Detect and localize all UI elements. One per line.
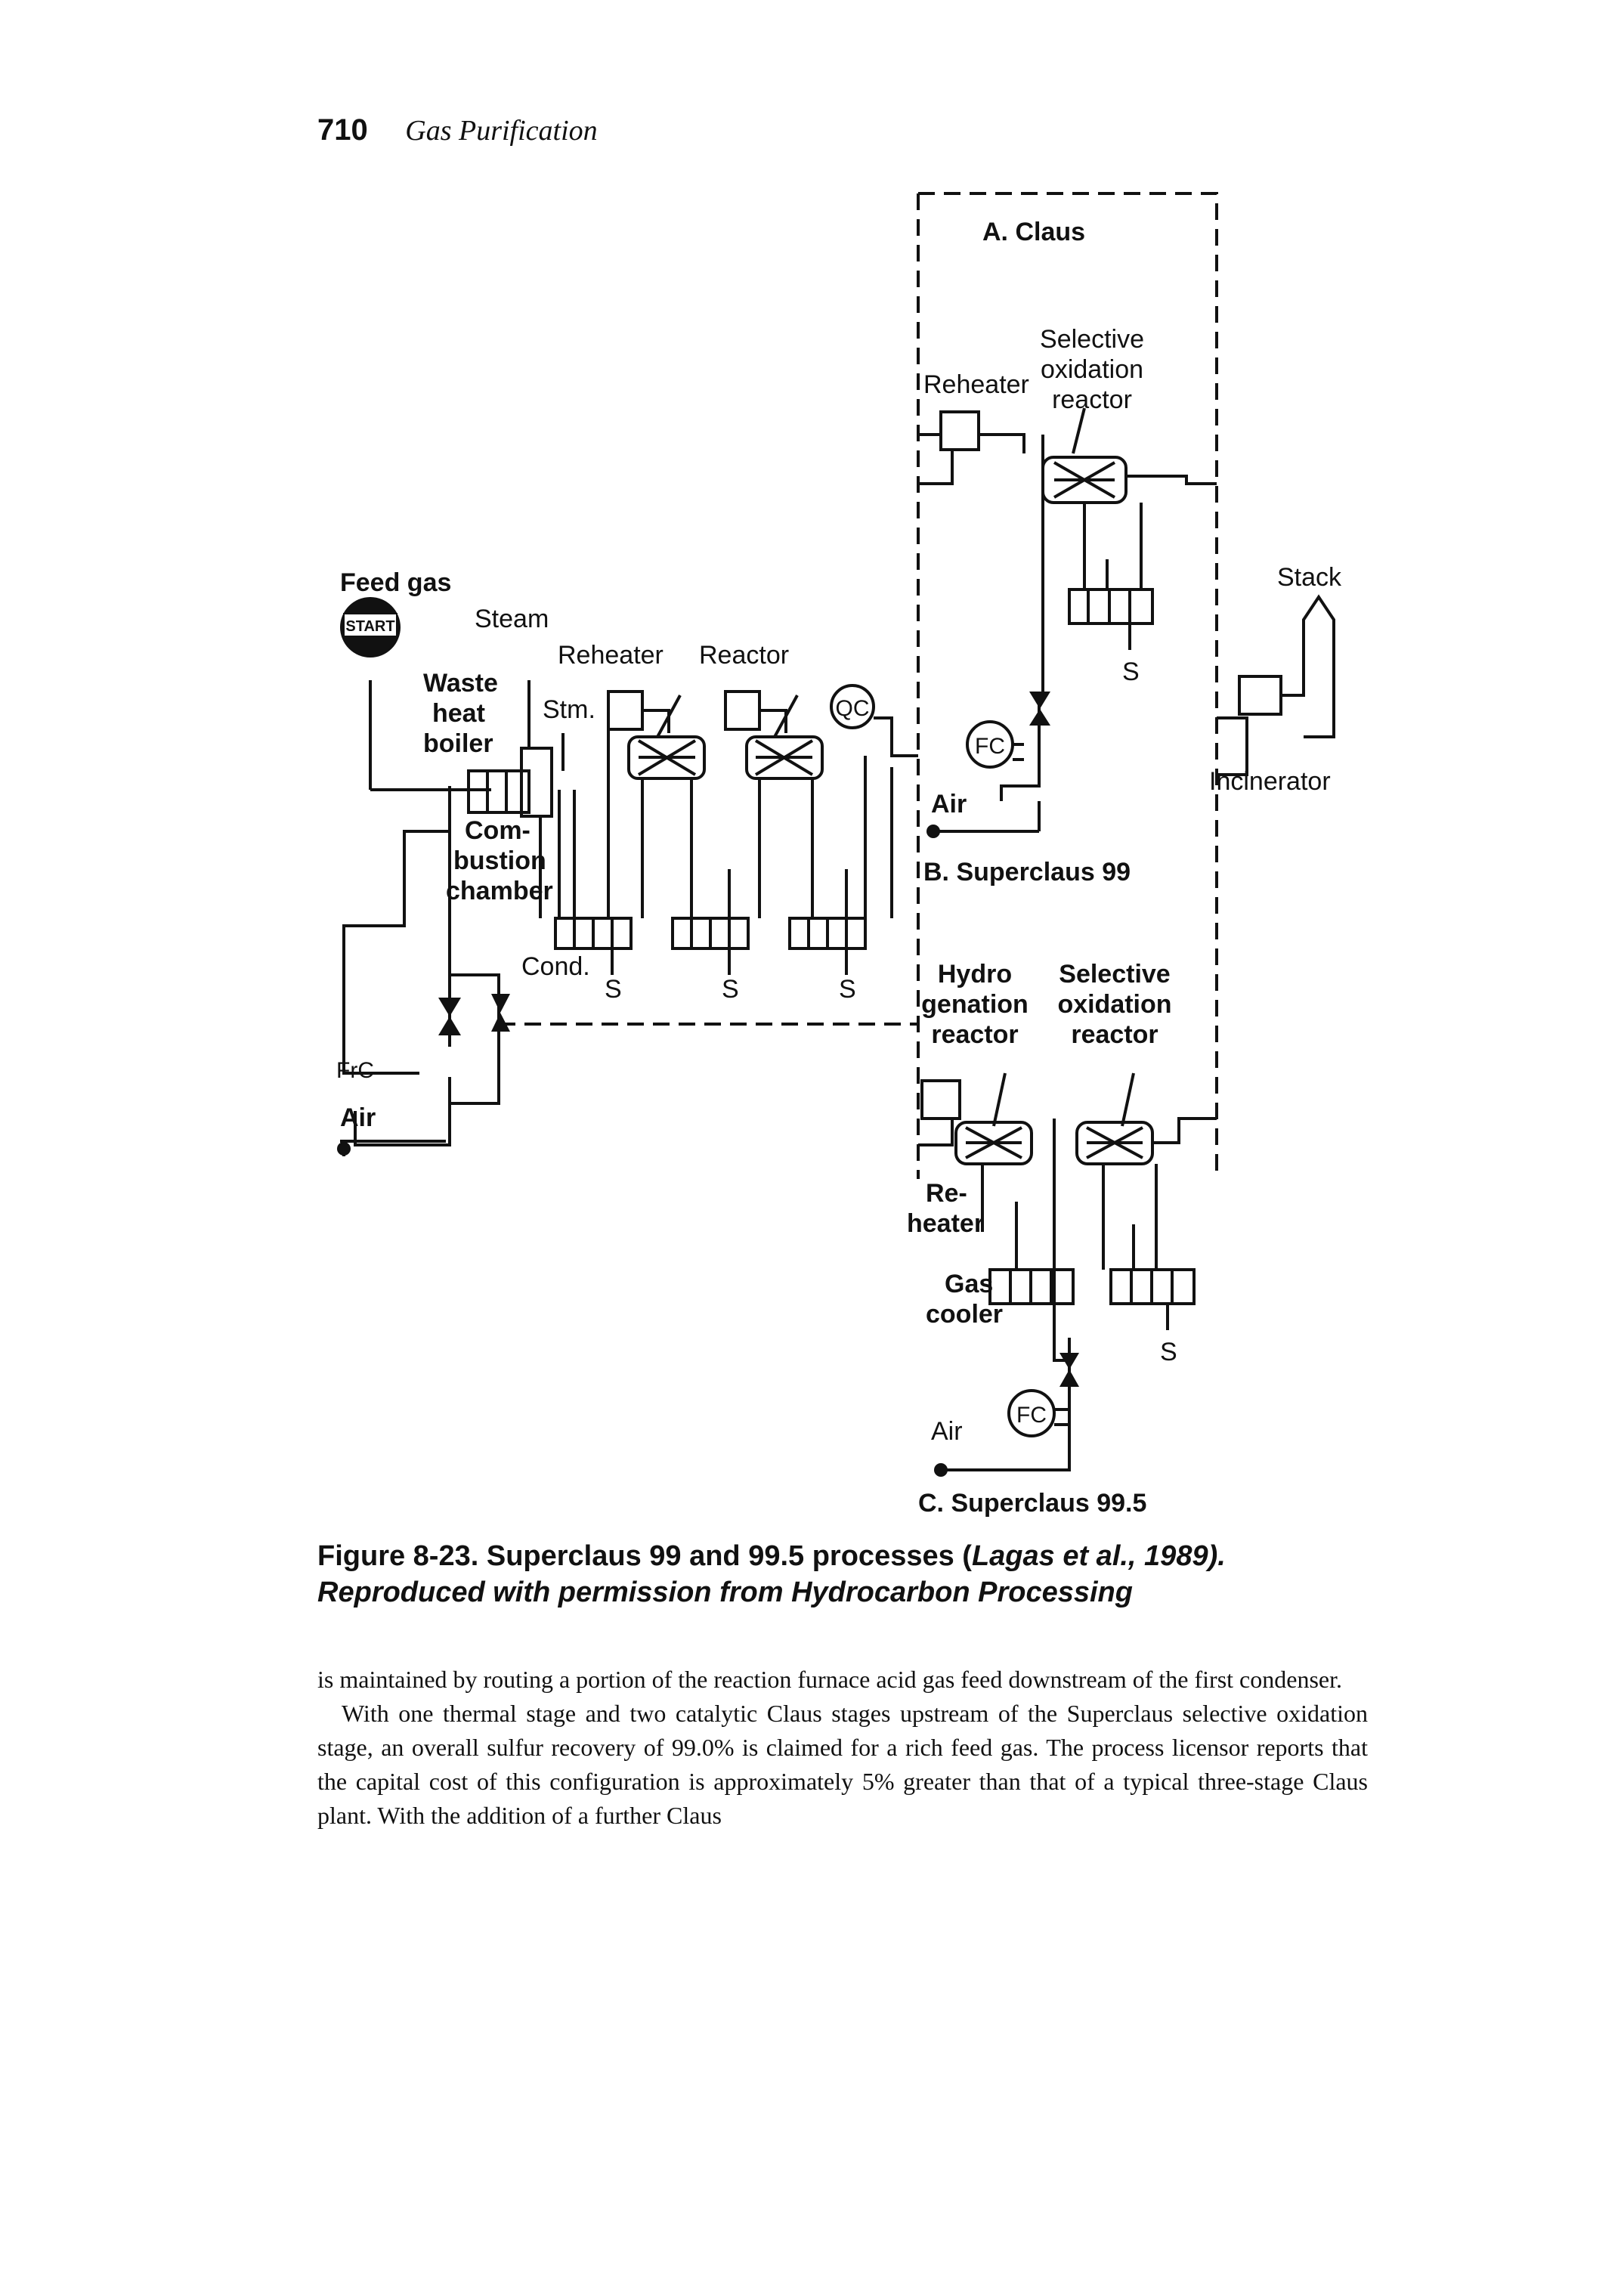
caption-tail: ). Reproduced with permission from Hydro…	[317, 1540, 1226, 1608]
steam-label: Steam	[475, 605, 549, 633]
waste-heat-boiler-label-3: boiler	[423, 729, 493, 758]
section-c-gas-cooler-label-1: Gas	[945, 1270, 993, 1298]
page-header: 710 Gas Purification	[317, 113, 598, 147]
section-b-sulfur-label: S	[1122, 658, 1140, 686]
stack-label: Stack	[1277, 563, 1342, 592]
section-c-reheater-label-2: heater	[907, 1209, 984, 1238]
sulfur-label-2: S	[722, 975, 739, 1004]
start-icon-label: START	[345, 618, 394, 635]
section-c-title: C. Superclaus 99.5	[918, 1489, 1146, 1518]
section-a-reheater-label: Reheater	[923, 370, 1029, 399]
body-paragraph-1: is maintained by routing a portion of th…	[317, 1666, 1342, 1693]
page-number: 710	[317, 113, 368, 147]
frc-label: FrC	[336, 1058, 374, 1083]
section-c-gas-cooler-label-2: cooler	[926, 1300, 1003, 1329]
sulfur-label-1: S	[605, 975, 622, 1004]
sulfur-label-3: S	[839, 975, 856, 1004]
section-a-reactor-label-3: reactor	[1052, 385, 1132, 414]
section-c-reheater-label-1: Re-	[926, 1179, 967, 1208]
section-a-reactor-label-1: Selective	[1040, 325, 1144, 354]
section-c-fc-label: FC	[1016, 1403, 1047, 1428]
section-b-air-label: Air	[931, 790, 967, 818]
combustion-chamber-label-2: bustion	[453, 846, 546, 875]
dashed-boundary-right	[918, 192, 1218, 1179]
caption-citation: Lagas et al., 1989	[971, 1540, 1208, 1572]
section-c-selective-label-1: Selective	[1059, 960, 1170, 989]
section-c-air-label: Air	[931, 1417, 963, 1446]
section-c-hydro-label-2: genation	[921, 990, 1029, 1019]
combustion-chamber-label-3: chamber	[446, 877, 553, 905]
section-c-selective-label-2: oxidation	[1057, 990, 1171, 1019]
incinerator-label: Incinerator	[1209, 767, 1331, 796]
caption-lead: Figure 8-23. Superclaus 99 and 99.5 proc…	[317, 1540, 972, 1572]
section-b-title: B. Superclaus 99	[923, 858, 1131, 887]
body-paragraph-2: With one thermal stage and two catalytic…	[317, 1700, 1368, 1829]
section-a-title: A. Claus	[982, 218, 1085, 246]
section-c-hydro-label-1: Hydro	[938, 960, 1012, 989]
condenser-label: Cond.	[521, 952, 590, 981]
waste-heat-boiler-label-2: heat	[432, 699, 485, 728]
section-c-selective-label-3: reactor	[1071, 1020, 1158, 1049]
waste-heat-boiler-label-1: Waste	[423, 669, 498, 698]
section-c-sulfur-label: S	[1160, 1338, 1177, 1366]
running-title: Gas Purification	[405, 115, 598, 147]
section-a-reactor-label-2: oxidation	[1041, 355, 1143, 384]
body-text: is maintained by routing a portion of th…	[317, 1663, 1368, 1833]
section-b-fc-label: FC	[975, 734, 1005, 759]
steam-abbrev-label: Stm.	[543, 695, 595, 724]
feed-gas-label: Feed gas	[340, 568, 451, 597]
qc-label: QC	[836, 696, 870, 721]
combustion-chamber-label-1: Com-	[465, 816, 531, 845]
figure-caption: Figure 8-23. Superclaus 99 and 99.5 proc…	[317, 1538, 1375, 1611]
section-c-hydro-label-3: reactor	[931, 1020, 1018, 1049]
main-air-label: Air	[340, 1103, 376, 1132]
reheater-label: Reheater	[558, 641, 664, 670]
reactor-label: Reactor	[699, 641, 789, 670]
